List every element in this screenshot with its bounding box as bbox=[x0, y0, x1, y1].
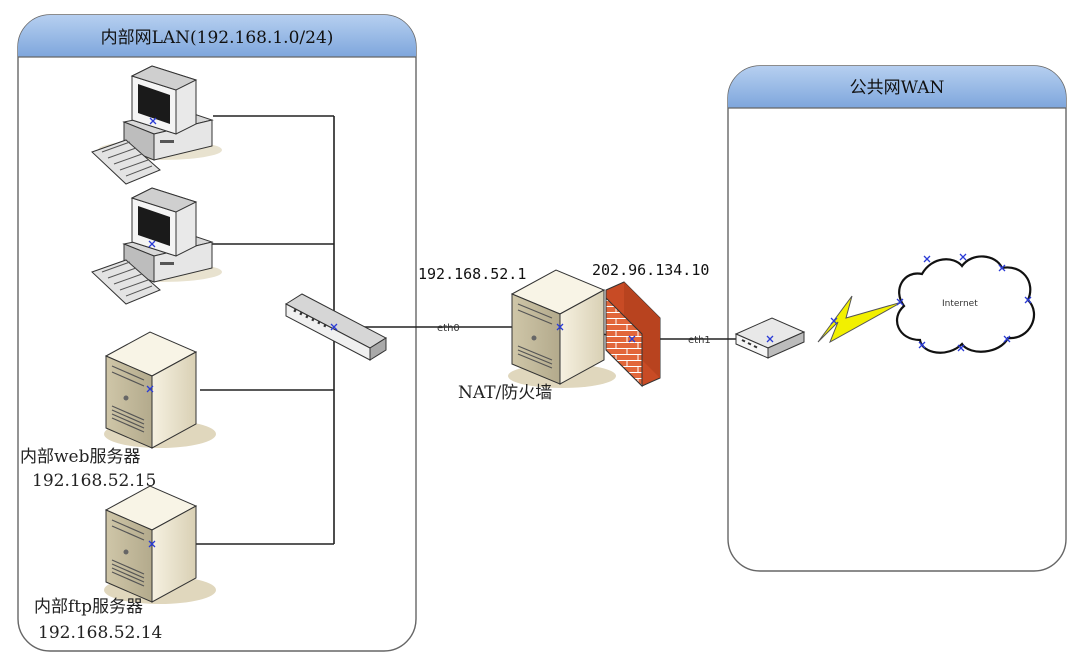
ftp-server-ip: 192.168.52.14 bbox=[38, 623, 162, 643]
marker-icon bbox=[830, 317, 838, 325]
ftp-server-name: 内部ftp服务器 bbox=[34, 597, 143, 617]
desktop-computer-1 bbox=[91, 65, 222, 185]
internet-label: Internet bbox=[942, 299, 978, 309]
nat-server: NAT/防火墙 bbox=[458, 269, 616, 403]
nat-outer-ip: 202.96.134.10 bbox=[592, 261, 709, 279]
marker-icon bbox=[766, 335, 774, 343]
port-eth0: eth0 bbox=[437, 323, 460, 334]
marker-icon bbox=[556, 323, 564, 331]
desktop-computer-2 bbox=[91, 187, 222, 305]
marker-icon bbox=[149, 117, 157, 125]
marker-icon bbox=[330, 323, 338, 331]
wan-zone-title: 公共网WAN bbox=[850, 78, 945, 98]
marker-icon bbox=[146, 385, 154, 393]
marker-icon bbox=[896, 253, 1032, 352]
nat-inner-ip: 192.168.52.1 bbox=[418, 265, 526, 283]
web-server: 内部web服务器 192.168.52.15 bbox=[20, 331, 216, 491]
network-switch-icon bbox=[284, 293, 388, 361]
web-server-name: 内部web服务器 bbox=[20, 447, 141, 467]
marker-icon bbox=[628, 335, 636, 343]
firewall-icon bbox=[605, 281, 661, 388]
modem-icon bbox=[734, 317, 806, 359]
web-server-ip: 192.168.52.15 bbox=[32, 471, 156, 491]
lan-zone-title: 内部网LAN(192.168.1.0/24) bbox=[101, 28, 334, 48]
marker-icon bbox=[148, 540, 156, 548]
ftp-server: 内部ftp服务器 192.168.52.14 bbox=[34, 485, 216, 643]
marker-icon bbox=[148, 240, 156, 248]
port-eth1: eth1 bbox=[688, 335, 711, 346]
internet-cloud-icon: Internet bbox=[896, 253, 1036, 354]
nat-name: NAT/防火墙 bbox=[458, 383, 552, 403]
